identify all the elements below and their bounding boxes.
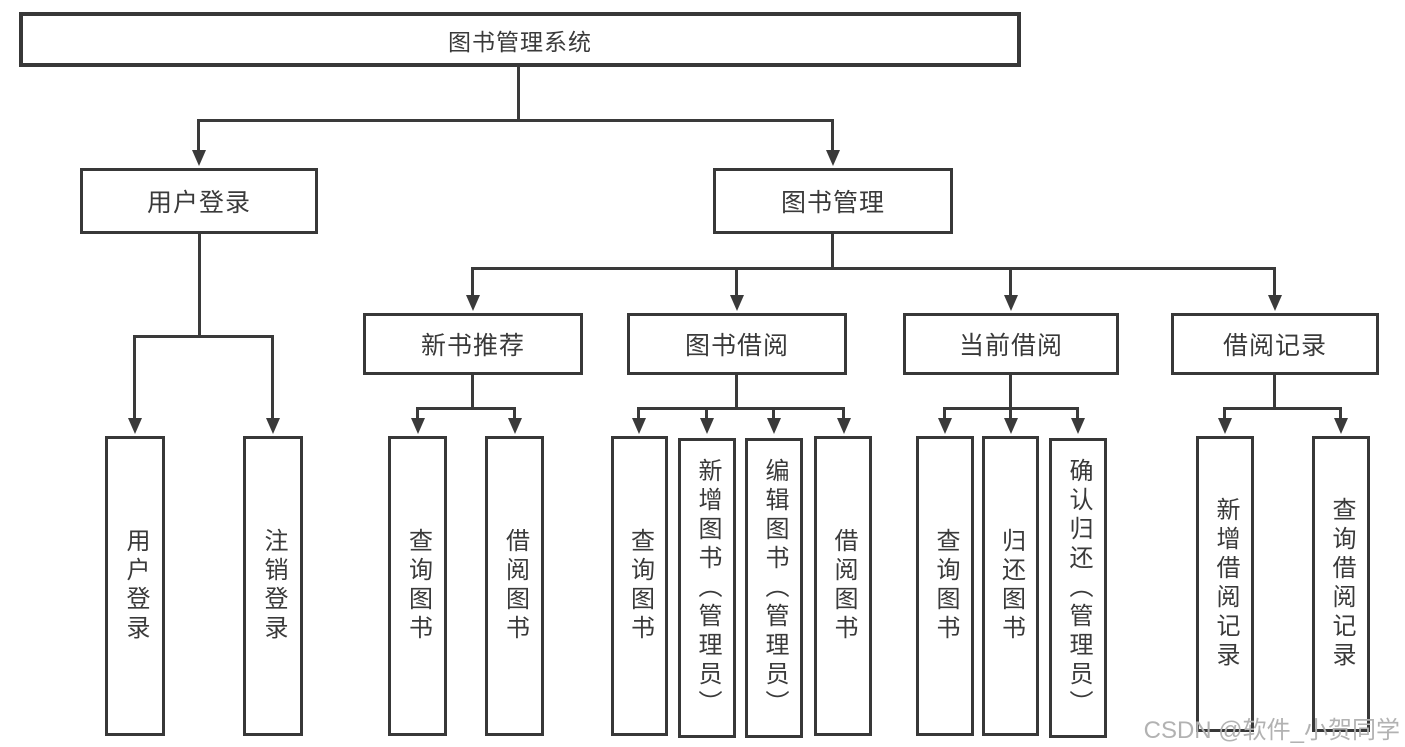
arrow-down-icon [127, 335, 142, 434]
leaf-logout: 注销登录 [243, 436, 303, 736]
arrow-down-icon [265, 335, 280, 434]
arrow-down-icon [631, 407, 646, 434]
arrow-down-icon [507, 407, 522, 434]
connector-user-login-branch [133, 335, 274, 338]
node-book-management-label: 图书管理 [780, 189, 885, 217]
arrow-down-icon [1003, 407, 1018, 434]
node-new-book-recommend-label: 新书推荐 [420, 332, 525, 360]
leaf-add-book-admin: 新增图书（管理员） [678, 438, 736, 738]
connector-borrow-branch [637, 407, 845, 410]
arrow-down-icon [1217, 407, 1232, 434]
arrow-down-icon [1003, 267, 1018, 311]
node-book-borrow: 图书借阅 [627, 313, 847, 375]
connector-book-mgmt-branch [471, 267, 1276, 270]
arrow-down-icon [1070, 407, 1085, 434]
leaf-query-borrow-record: 查询借阅记录 [1312, 436, 1370, 732]
arrow-down-icon [191, 119, 206, 166]
leaf-query-book-2: 查询图书 [611, 436, 668, 736]
connector-current-stem [1009, 375, 1012, 410]
arrow-down-icon [410, 407, 425, 434]
node-root-label: 图书管理系统 [448, 28, 592, 55]
connector-new-book-branch [416, 407, 516, 410]
arrow-down-icon [937, 407, 952, 434]
arrow-down-icon [699, 407, 714, 434]
leaf-query-book-2-label: 查询图书 [626, 528, 654, 644]
leaf-add-borrow-record-label: 新增借阅记录 [1212, 497, 1239, 671]
leaf-query-book-3-label: 查询图书 [932, 528, 959, 644]
leaf-user-login: 用户登录 [105, 436, 165, 736]
csdn-watermark: CSDN @软件_小贺同学 [1143, 717, 1400, 744]
node-root: 图书管理系统 [19, 12, 1021, 67]
leaf-confirm-return-admin: 确认归还（管理员） [1049, 438, 1107, 738]
connector-book-mgmt-stem [831, 233, 834, 270]
leaf-logout-label: 注销登录 [260, 528, 287, 644]
node-current-borrow: 当前借阅 [903, 313, 1119, 375]
leaf-add-borrow-record: 新增借阅记录 [1196, 436, 1254, 732]
arrow-down-icon [1333, 407, 1348, 434]
leaf-return-book-label: 归还图书 [997, 528, 1025, 644]
node-current-borrow-label: 当前借阅 [958, 332, 1063, 360]
leaf-edit-book-admin-label: 编辑图书（管理员） [761, 457, 788, 719]
leaf-query-book-1-label: 查询图书 [404, 528, 432, 644]
leaf-confirm-return-admin-label: 确认归还（管理员） [1065, 457, 1092, 719]
connector-borrow-stem [735, 375, 738, 410]
arrow-down-icon [1267, 267, 1282, 311]
leaf-add-book-admin-label: 新增图书（管理员） [694, 457, 721, 719]
leaf-borrow-book-2: 借阅图书 [814, 436, 872, 736]
leaf-query-book-1: 查询图书 [388, 436, 447, 736]
connector-root-stem [517, 67, 520, 122]
arrow-down-icon [766, 407, 781, 434]
node-user-login: 用户登录 [80, 168, 318, 234]
node-new-book-recommend: 新书推荐 [363, 313, 583, 375]
leaf-borrow-book-2-label: 借阅图书 [830, 528, 857, 644]
node-user-login-label: 用户登录 [146, 189, 251, 217]
arrow-down-icon [729, 267, 744, 311]
leaf-borrow-book-1-label: 借阅图书 [501, 528, 529, 644]
connector-record-branch [1223, 407, 1342, 410]
node-borrow-record: 借阅记录 [1171, 313, 1379, 375]
leaf-borrow-book-1: 借阅图书 [485, 436, 544, 736]
leaf-user-login-label: 用户登录 [122, 528, 149, 644]
arrow-down-icon [825, 119, 840, 166]
leaf-query-book-3: 查询图书 [916, 436, 974, 736]
connector-new-book-stem [471, 375, 474, 410]
leaf-edit-book-admin: 编辑图书（管理员） [745, 438, 803, 738]
connector-record-stem [1273, 375, 1276, 410]
node-borrow-record-label: 借阅记录 [1222, 332, 1327, 360]
connector-user-login-stem [198, 233, 201, 338]
arrow-down-icon [465, 267, 480, 311]
leaf-return-book: 归还图书 [982, 436, 1039, 736]
connector-root-branch [197, 119, 834, 122]
arrow-down-icon [836, 407, 851, 434]
leaf-query-borrow-record-label: 查询借阅记录 [1328, 497, 1355, 671]
node-book-borrow-label: 图书借阅 [684, 332, 789, 360]
node-book-management: 图书管理 [713, 168, 953, 234]
